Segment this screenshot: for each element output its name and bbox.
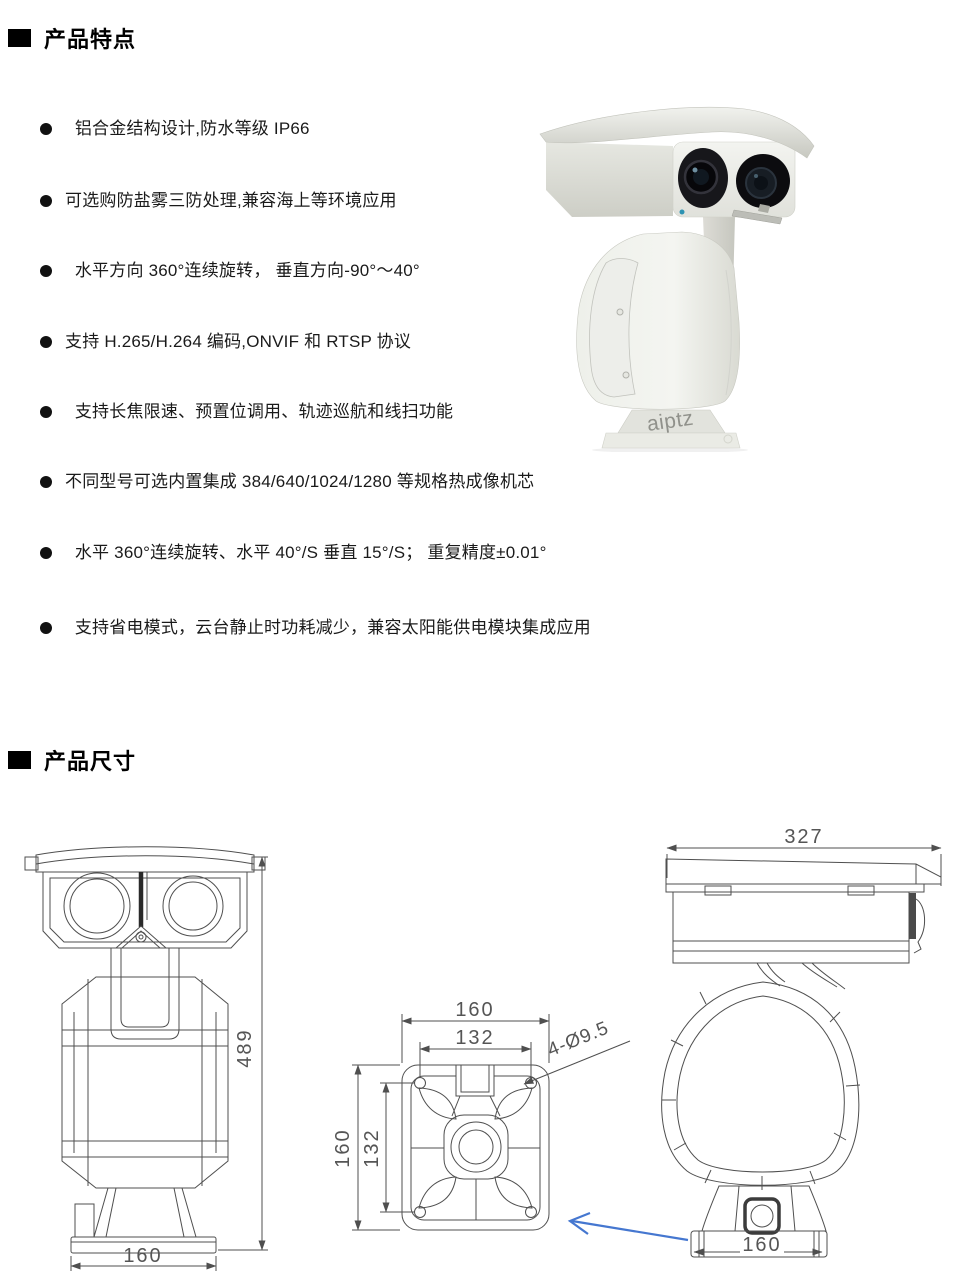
dim-label-bottom-hole-width: 132 (455, 1027, 494, 1049)
bullet-icon (40, 123, 52, 135)
feature-text: 支持 H.265/H.264 编码,ONVIF 和 RTSP 协议 (65, 332, 412, 351)
dim-label-bottom-height: 160 (332, 1128, 354, 1167)
dim-label-bottom-hole-height: 132 (361, 1128, 383, 1167)
dim-label-front-height: 489 (234, 1028, 256, 1067)
wiper-arm (731, 209, 783, 225)
lens-highlight (692, 167, 698, 173)
bullet-icon (40, 265, 52, 277)
screw (616, 308, 624, 316)
feature-item: 铝合金结构设计,防水等级 IP66 (40, 117, 310, 141)
dim-label-side-length: 327 (784, 826, 823, 848)
body-side-panel (589, 258, 639, 398)
features-section-title: 产品特点 (44, 27, 137, 52)
blue-arrow-left-icon (567, 1211, 689, 1242)
feature-item: 水平 360°连续旋转、水平 40°/S 垂直 15°/S； 重复精度±0.01… (40, 541, 547, 565)
feature-text: 水平 360°连续旋转、水平 40°/S 垂直 15°/S； 重复精度±0.01… (65, 543, 547, 562)
thermal-lens-iris (693, 169, 709, 185)
feature-item: 支持长焦限速、预置位调用、轨迹巡航和线扫功能 (40, 400, 453, 424)
feature-item: 不同型号可选内置集成 384/640/1024/1280 等规格热成像机芯 (40, 470, 534, 494)
feature-item: 支持省电模式，云台静止时功耗减少，兼容太阳能供电模块集成应用 (40, 616, 591, 640)
bullet-icon (40, 476, 52, 488)
feature-text: 可选购防盐雾三防处理,兼容海上等环境应用 (65, 191, 397, 210)
bullet-icon (40, 547, 52, 559)
features-section-header: 产品特点 (8, 22, 136, 54)
black-square-icon (8, 751, 31, 769)
dim-text-mask (740, 1236, 784, 1253)
body-seam (725, 269, 732, 396)
motor-box (743, 1197, 781, 1235)
photo-shadow (592, 447, 748, 453)
bottom-view-drawing: 160 132 160 132 4-Ø9.5 (332, 999, 631, 1231)
dimension-drawings: 489 160 160 (24, 826, 942, 1271)
housing-hinge (909, 893, 916, 939)
feature-text: 水平方向 360°连续旋转， 垂直方向-90°～40° (65, 261, 420, 280)
dim-label-bottom-width: 160 (455, 999, 494, 1021)
status-led (679, 209, 685, 215)
ptz-camera-photo: aiptz (539, 106, 815, 453)
bullet-icon (40, 622, 52, 634)
bullet-icon (40, 336, 52, 348)
feature-item: 可选购防盐雾三防处理,兼容海上等环境应用 (40, 189, 397, 213)
wiper-mount (758, 204, 770, 213)
side-view-drawing: 327 1 (661, 826, 942, 1258)
screw (622, 371, 630, 379)
visible-lens-iris (754, 176, 768, 190)
front-view-drawing: 489 160 (24, 846, 268, 1271)
dim-label-front-base: 160 (123, 1245, 162, 1267)
dimensions-section-header: 产品尺寸 (8, 744, 136, 776)
housing-side (546, 142, 673, 217)
base-hole (723, 434, 733, 444)
feature-text: 铝合金结构设计,防水等级 IP66 (65, 119, 310, 138)
base-plate (601, 432, 741, 449)
dim-label-hole-callout: 4-Ø9.5 (545, 1018, 612, 1061)
feature-item: 支持 H.265/H.264 编码,ONVIF 和 RTSP 协议 (40, 330, 411, 354)
feature-text: 支持长焦限速、预置位调用、轨迹巡航和线扫功能 (65, 402, 454, 421)
dimensions-section-title: 产品尺寸 (44, 749, 137, 774)
dim-label-side-base: 160 (742, 1234, 781, 1256)
feature-item: 水平方向 360°连续旋转， 垂直方向-90°～40° (40, 259, 420, 283)
feature-text: 不同型号可选内置集成 384/640/1024/1280 等规格热成像机芯 (65, 472, 535, 491)
lens-highlight (754, 174, 758, 178)
black-square-icon (8, 29, 31, 47)
bullet-icon (40, 406, 52, 418)
product-photo: aiptz (530, 100, 820, 453)
sun-visor (539, 106, 815, 159)
feature-text: 支持省电模式，云台静止时功耗减少，兼容太阳能供电模块集成应用 (65, 618, 591, 637)
bullet-icon (40, 195, 52, 207)
